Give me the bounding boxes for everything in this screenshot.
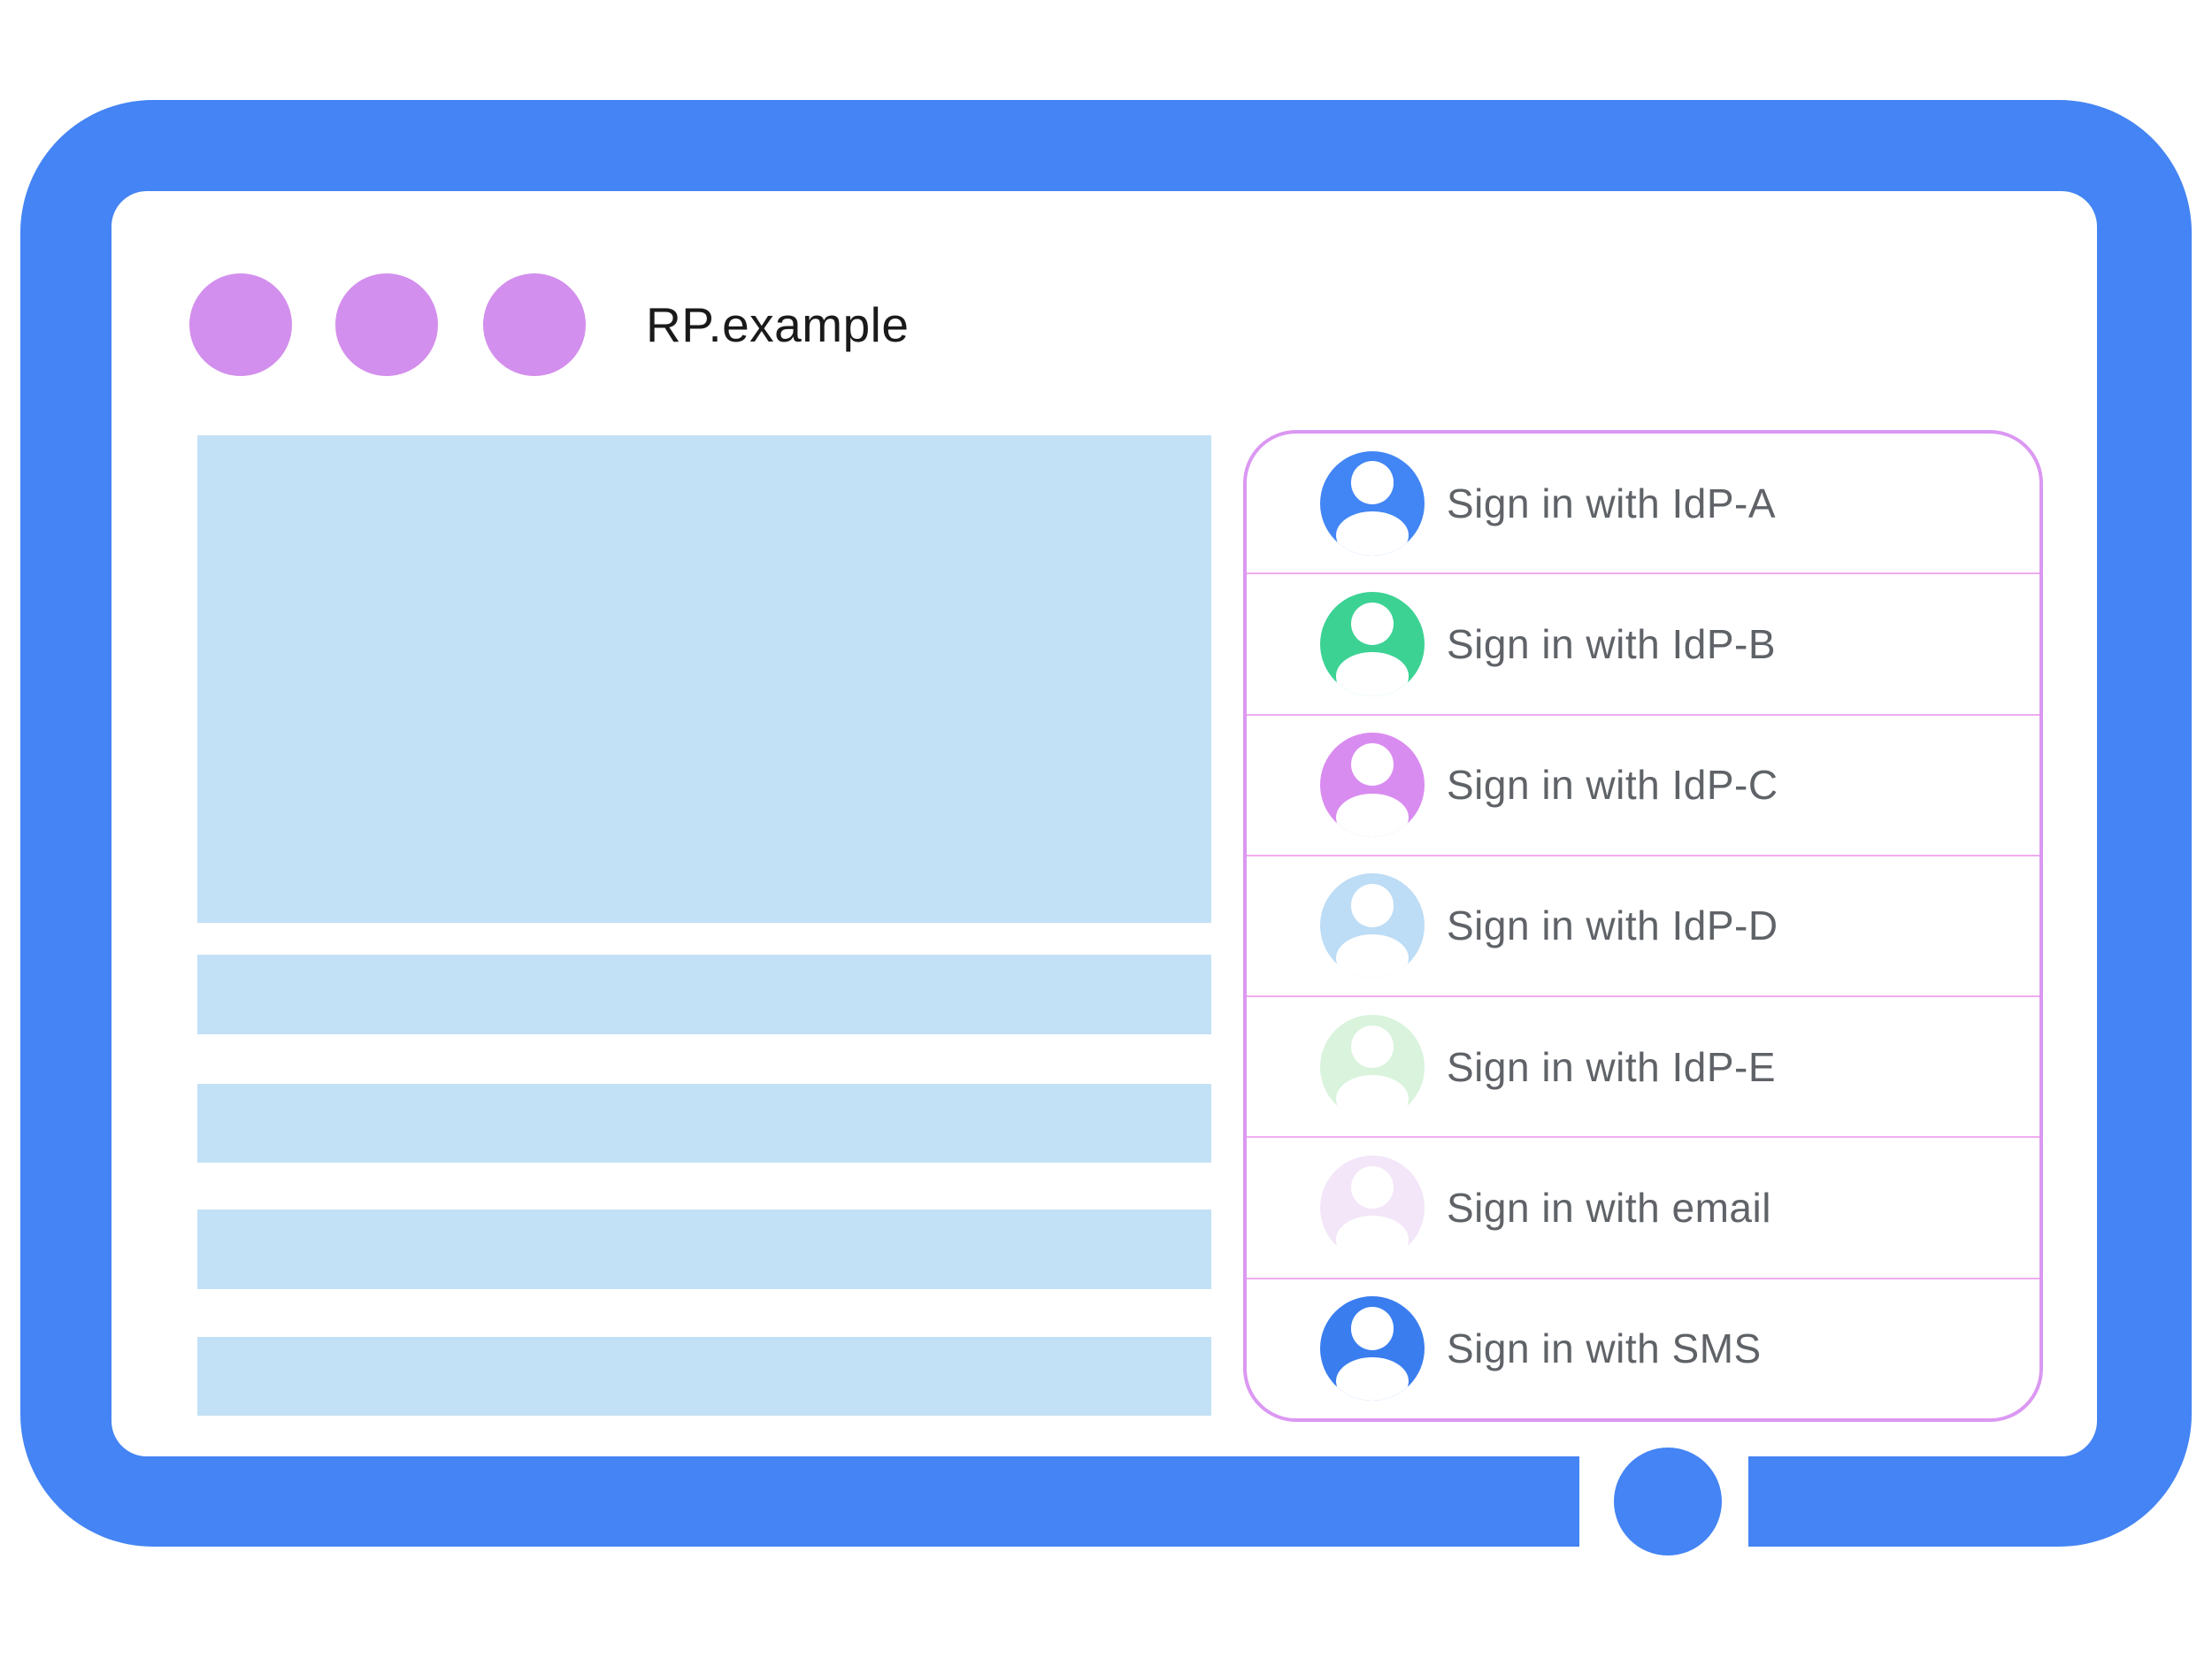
person-avatar-icon <box>1320 591 1425 696</box>
signin-option-idp-e[interactable]: Sign in with IdP-E <box>1247 995 2039 1136</box>
bezel-bar-right-end <box>1748 1456 1908 1547</box>
signin-option-label: Sign in with IdP-B <box>1447 620 1777 667</box>
person-avatar-icon <box>1320 733 1425 838</box>
signin-option-idp-a[interactable]: Sign in with IdP-A <box>1247 434 2039 572</box>
signin-option-label: Sign in with SMS <box>1447 1325 1762 1372</box>
signin-option-idp-b[interactable]: Sign in with IdP-B <box>1247 572 2039 713</box>
signin-option-label: Sign in with IdP-E <box>1447 1043 1777 1090</box>
home-button[interactable] <box>1614 1448 1722 1555</box>
page-title: RP.example <box>646 297 910 352</box>
content-placeholder-bar <box>197 955 1211 1034</box>
person-avatar-icon <box>1320 1296 1425 1402</box>
window-control-dot-icon[interactable] <box>483 273 586 376</box>
content-placeholder-bar <box>197 1210 1211 1289</box>
person-avatar-icon <box>1320 450 1425 556</box>
signin-option-idp-d[interactable]: Sign in with IdP-D <box>1247 854 2039 995</box>
signin-dialog: Sign in with IdP-A Sign in with IdP-B Si… <box>1243 430 2043 1422</box>
signin-option-idp-c[interactable]: Sign in with IdP-C <box>1247 713 2039 855</box>
person-avatar-icon <box>1320 1156 1425 1261</box>
content-placeholder-bar <box>197 1337 1211 1416</box>
person-avatar-icon <box>1320 1014 1425 1119</box>
bezel-bar-left-end <box>1420 1456 1579 1547</box>
signin-option-sms[interactable]: Sign in with SMS <box>1247 1277 2039 1418</box>
signin-option-label: Sign in with email <box>1447 1185 1771 1232</box>
signin-option-email[interactable]: Sign in with email <box>1247 1136 2039 1277</box>
window-control-dot-icon[interactable] <box>189 273 292 376</box>
content-placeholder-hero <box>197 435 1211 923</box>
window-control-dot-icon[interactable] <box>335 273 438 376</box>
signin-option-label: Sign in with IdP-A <box>1447 480 1777 526</box>
content-placeholder-bar <box>197 1084 1211 1163</box>
signin-option-label: Sign in with IdP-C <box>1447 762 1778 809</box>
signin-option-label: Sign in with IdP-D <box>1447 902 1778 949</box>
person-avatar-icon <box>1320 873 1425 979</box>
